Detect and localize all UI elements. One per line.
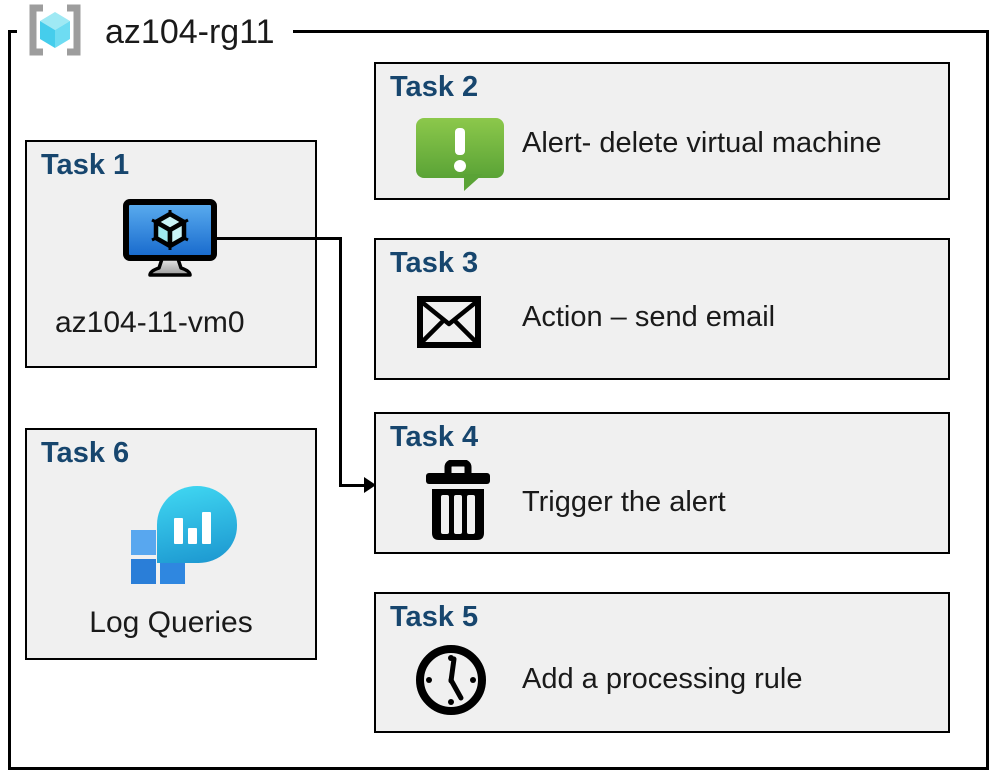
task5-header: Task 5	[390, 601, 479, 633]
task4-header: Task 4	[390, 421, 479, 453]
connector-line-vertical	[339, 237, 342, 486]
bar-chart-bar	[188, 528, 197, 544]
task1-header: Task 1	[41, 149, 130, 181]
task2-label: Alert- delete virtual machine	[522, 127, 882, 159]
task3-box: Task 3 Action – send email	[374, 238, 950, 380]
connector-line-horizontal-bottom	[339, 484, 367, 487]
task4-label: Trigger the alert	[522, 486, 726, 518]
task2-box: Task 2 Alert- delete virtual machine	[374, 62, 950, 200]
task1-box: Task 1	[25, 140, 317, 368]
task2-header: Task 2	[390, 71, 479, 103]
trash-icon	[423, 459, 493, 547]
task6-header: Task 6	[41, 437, 130, 469]
log-queries-square-mid	[160, 559, 185, 584]
log-queries-square-light	[131, 530, 156, 555]
task6-box: Task 6 Log Queries	[25, 428, 317, 660]
log-queries-bubble	[157, 486, 237, 563]
task6-label: Log Queries	[89, 606, 253, 639]
task1-label: az104-11-vm0	[55, 306, 245, 339]
task3-label: Action – send email	[522, 301, 776, 333]
log-queries-icon	[131, 486, 243, 586]
bar-chart-bar	[174, 518, 183, 544]
resource-group-container: az104-rg11	[8, 2, 989, 770]
email-icon	[417, 296, 481, 353]
clock-icon	[414, 643, 488, 722]
bar-chart-bar	[202, 512, 211, 544]
connector-line-horizontal-top	[212, 237, 341, 240]
connector-arrowhead-icon	[364, 477, 376, 493]
alert-icon	[414, 116, 506, 197]
task5-label: Add a processing rule	[522, 663, 803, 695]
resource-group-label: az104-rg11	[17, 2, 293, 62]
task4-box: Task 4 Trigger the alert	[374, 412, 950, 554]
virtual-machine-icon	[122, 198, 218, 287]
log-queries-square-dark	[131, 559, 156, 584]
task3-header: Task 3	[390, 247, 479, 279]
resource-group-icon	[23, 2, 87, 63]
task5-box: Task 5 Add a processing rule	[374, 592, 950, 733]
resource-group-name: az104-rg11	[105, 12, 275, 51]
